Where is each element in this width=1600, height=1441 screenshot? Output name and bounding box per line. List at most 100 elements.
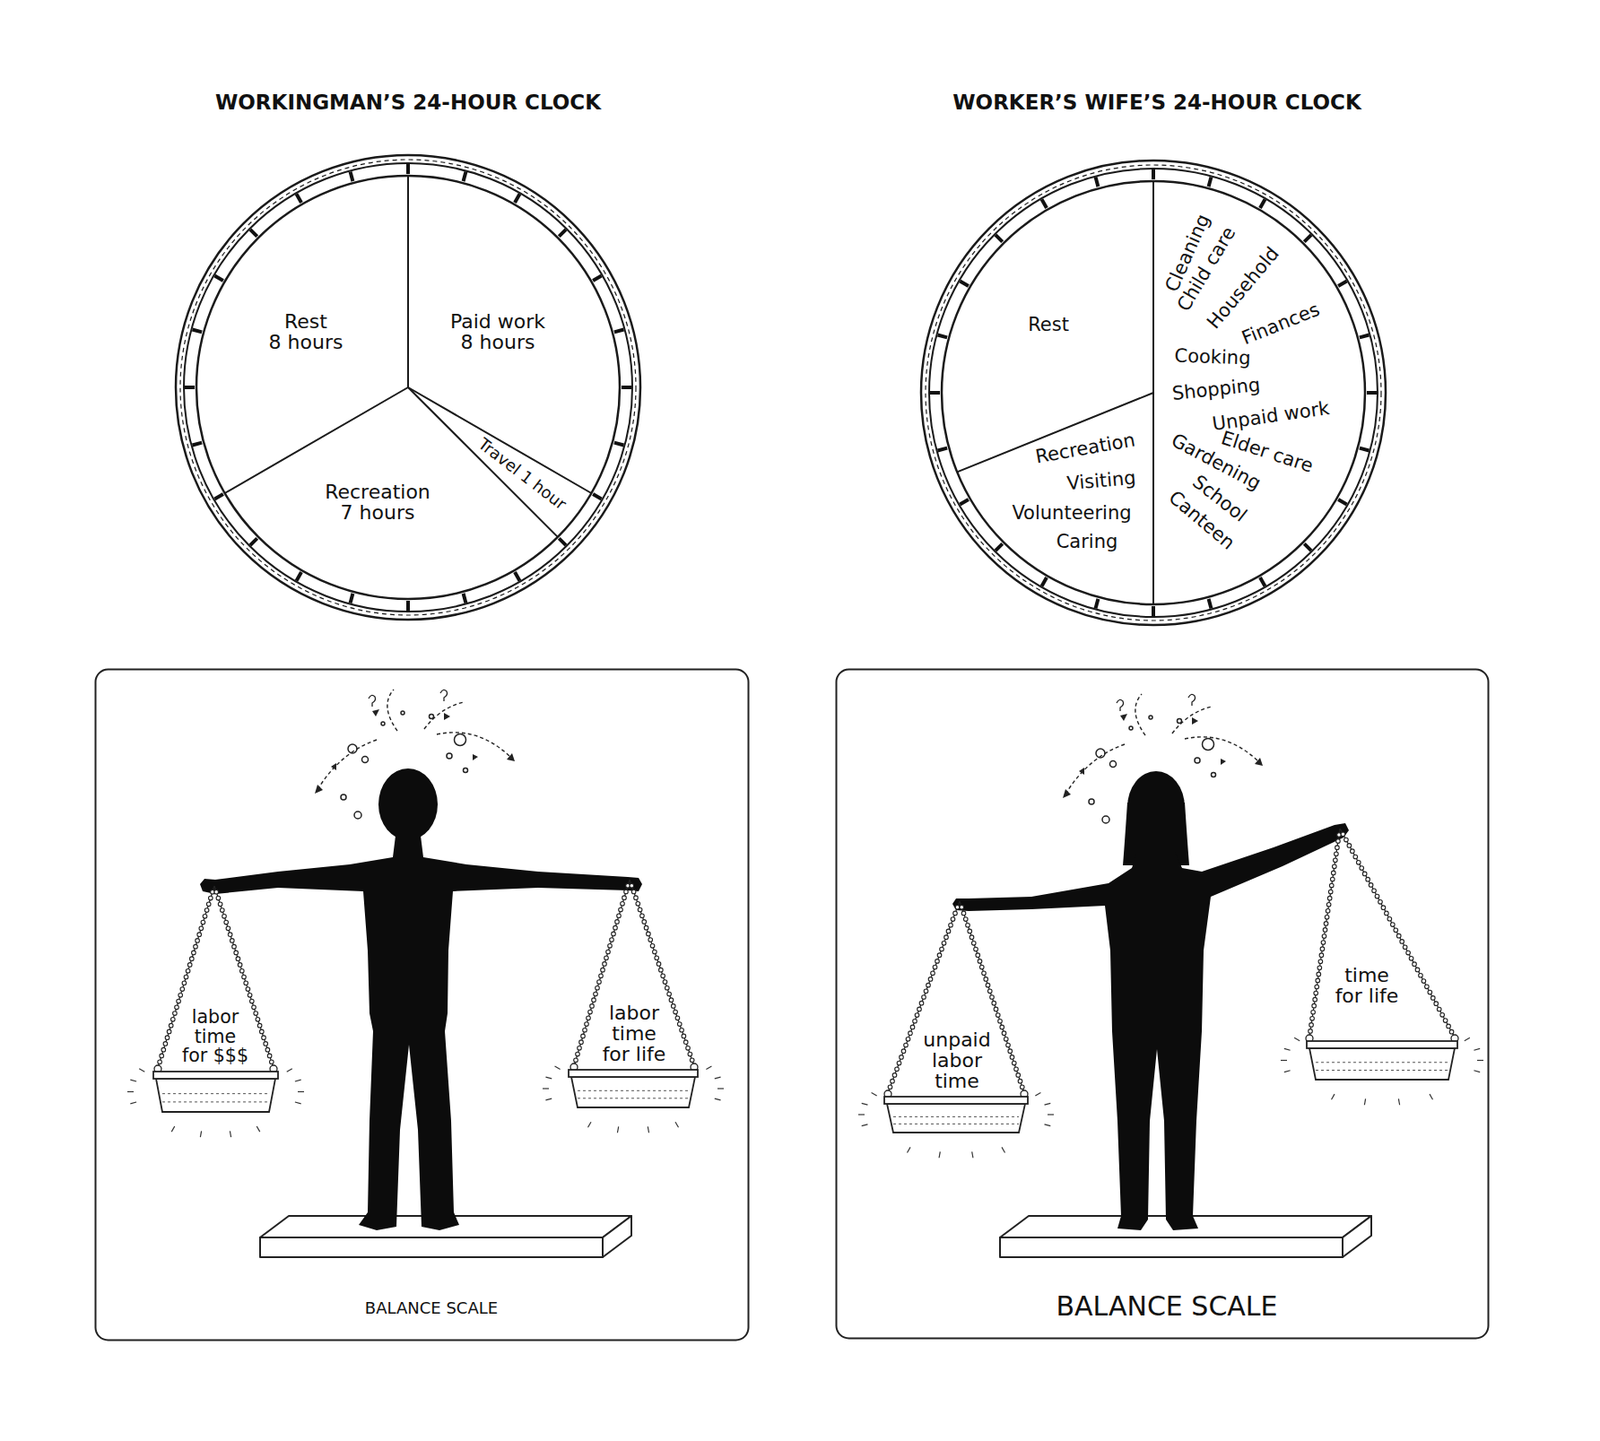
chain-link bbox=[1393, 928, 1399, 933]
platform-front bbox=[260, 1237, 603, 1258]
chain-link bbox=[1327, 895, 1332, 901]
chain-link bbox=[905, 1037, 911, 1043]
text-line: Recreation bbox=[1034, 429, 1137, 467]
chain-link bbox=[1406, 950, 1411, 956]
text-line: labor bbox=[182, 1008, 249, 1028]
chain-link bbox=[235, 956, 241, 962]
chain-link bbox=[892, 1073, 897, 1079]
chain-link bbox=[260, 1029, 265, 1035]
chain-link bbox=[613, 925, 618, 931]
chain-link bbox=[1000, 1025, 1005, 1030]
chain-link bbox=[654, 956, 660, 961]
chain-link bbox=[1017, 1078, 1023, 1084]
text-line: Paid work bbox=[450, 311, 546, 332]
pan-stitch bbox=[162, 1101, 270, 1103]
clock-face: RestCleaningChild careHouseholdFinancesC… bbox=[884, 71, 1423, 637]
chain-link bbox=[959, 904, 965, 910]
glow-mark bbox=[907, 1147, 912, 1153]
clock-title: WORKINGMAN’S 24-HOUR CLOCK bbox=[215, 91, 601, 114]
chain-link bbox=[622, 895, 627, 901]
chain-link bbox=[617, 913, 622, 919]
confusion-doodle bbox=[314, 689, 515, 819]
text-line: for $$$ bbox=[182, 1046, 249, 1067]
glow-mark bbox=[717, 1087, 724, 1089]
chain-link bbox=[1381, 905, 1386, 911]
chain-link bbox=[1322, 928, 1328, 933]
chain-link bbox=[1330, 877, 1335, 882]
chain-link bbox=[1011, 1060, 1017, 1066]
chain-link bbox=[582, 1027, 588, 1033]
chain-link bbox=[1337, 833, 1342, 838]
glow-mark bbox=[675, 1121, 679, 1128]
chain-link bbox=[255, 1017, 261, 1023]
chain-link bbox=[901, 1049, 906, 1054]
glow-mark bbox=[555, 1066, 561, 1070]
segment-divider bbox=[408, 387, 592, 494]
chain-link bbox=[232, 944, 237, 949]
man-silhouette bbox=[200, 768, 643, 1231]
chain-link bbox=[1019, 1085, 1025, 1090]
chain-link bbox=[1344, 837, 1349, 843]
chain-link bbox=[1443, 1018, 1448, 1024]
chain-link bbox=[1006, 1043, 1011, 1048]
chain-link bbox=[895, 1067, 900, 1072]
text-line: Finances bbox=[1239, 299, 1323, 349]
text-line: time bbox=[602, 1023, 667, 1044]
chain-link bbox=[581, 1034, 586, 1039]
chain-link bbox=[220, 908, 226, 914]
chain-link bbox=[199, 926, 204, 931]
platform-side bbox=[602, 1216, 632, 1258]
hour-tick bbox=[937, 448, 948, 452]
chain-link bbox=[230, 939, 235, 944]
clock-ring bbox=[941, 181, 1366, 605]
chain-link bbox=[921, 995, 927, 1000]
chain-link bbox=[166, 1029, 172, 1035]
chain-link bbox=[634, 895, 639, 901]
scale-pan: unpaid labor time bbox=[875, 895, 1037, 1139]
pan-label: unpaid labor time bbox=[922, 1029, 991, 1092]
chain-link bbox=[923, 989, 929, 994]
chain-link bbox=[214, 889, 219, 895]
clock-face: Rest 8 hoursPaid work 8 hoursTravel 1 ho… bbox=[139, 71, 678, 632]
chain-link bbox=[917, 1007, 922, 1012]
chain-link bbox=[648, 938, 653, 943]
glow-mark bbox=[939, 1151, 940, 1158]
hour-tick bbox=[406, 600, 410, 611]
chain-link bbox=[689, 1058, 695, 1063]
chain-link bbox=[1314, 984, 1320, 990]
chain-link bbox=[1003, 1037, 1009, 1043]
chain-link bbox=[1402, 945, 1408, 950]
chain-link bbox=[955, 904, 960, 910]
chain-link bbox=[242, 974, 247, 980]
chain-link bbox=[1324, 915, 1330, 921]
chain-link bbox=[240, 968, 245, 974]
glow-mark bbox=[1473, 1070, 1480, 1073]
hour-tick bbox=[250, 229, 258, 237]
chain-link bbox=[975, 953, 981, 958]
chain-link bbox=[939, 947, 945, 952]
glow-mark bbox=[1398, 1098, 1400, 1105]
chain-link bbox=[1336, 839, 1341, 844]
chain-link bbox=[914, 1013, 920, 1018]
woman-silhouette bbox=[952, 771, 1349, 1231]
chain-link bbox=[1350, 849, 1356, 854]
chain-link bbox=[1374, 894, 1380, 899]
chain-link bbox=[683, 1040, 688, 1045]
chain-link bbox=[608, 944, 613, 949]
segment-divider bbox=[408, 387, 558, 538]
chain-link bbox=[265, 1047, 270, 1053]
chain-link bbox=[646, 931, 652, 937]
chain-link bbox=[257, 1023, 262, 1028]
chain-link bbox=[178, 993, 183, 999]
chain-link bbox=[1365, 877, 1371, 882]
chain-link bbox=[174, 1005, 180, 1010]
chain-link bbox=[1368, 883, 1374, 888]
text-line: Caring bbox=[1056, 531, 1119, 552]
chain-link bbox=[899, 1055, 905, 1061]
text-line: BALANCE SCALE bbox=[365, 1300, 498, 1318]
chain-link bbox=[932, 965, 938, 970]
chain-link bbox=[1313, 997, 1318, 1002]
segment-label: Caring bbox=[1056, 531, 1119, 552]
clock-segment: Rest 8 hours bbox=[196, 175, 409, 494]
